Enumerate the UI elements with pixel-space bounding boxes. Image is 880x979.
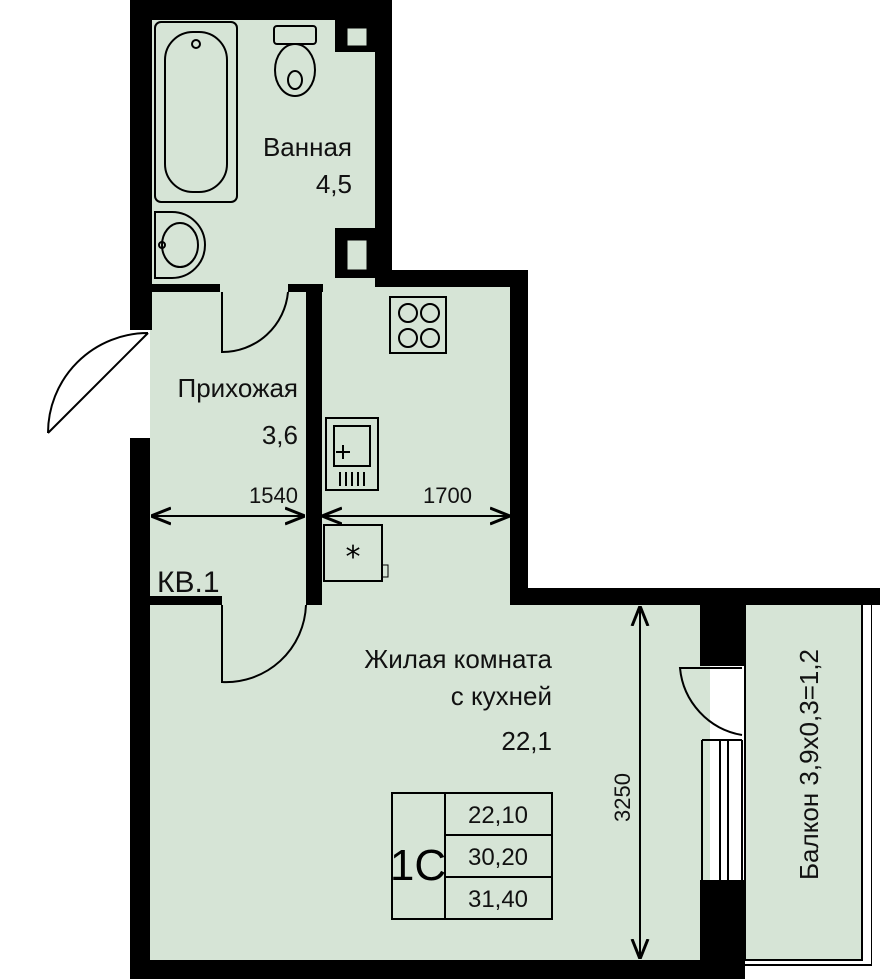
living-name-2: с кухней [451,681,552,711]
bathtub-icon [154,21,238,203]
sink-icon [154,211,206,279]
stove-icon [389,296,447,354]
living-area-value: 22,10 [468,802,528,829]
dim-hall-width: 1540 [249,483,298,508]
area-summary-table [391,792,553,920]
apartment-label: КВ.1 [157,566,220,599]
balcony-window [701,739,743,880]
living-area: 22,1 [501,726,552,756]
dim-room-depth: 3250 [610,773,635,822]
hallway-area: 3,6 [262,420,298,450]
total-area-value: 30,20 [468,844,528,871]
svg-text:*: * [346,540,361,575]
balcony-door [678,667,743,736]
apartment-type: 1С [390,841,446,890]
toilet-icon [273,25,317,97]
balcony-edge [872,598,880,970]
floor-fill [150,18,863,962]
walls [130,0,880,979]
hallway-name: Прихожая [178,373,298,403]
bathroom-area: 4,5 [316,169,352,199]
shaft [346,27,368,47]
doors [47,291,743,880]
dimension-lines [153,516,640,957]
living-name-1: Жилая комната [364,644,552,674]
entry-door [47,332,149,434]
kitchen-sink-icon [325,417,379,491]
shaft [346,239,368,271]
dim-kitchen-width: 1700 [423,483,472,508]
bathroom-door [221,291,289,354]
total-with-balcony-value: 31,40 [468,886,528,913]
balcony-label: Балкон 3,9х0,3=1,2 [794,649,824,880]
bathroom-name: Ванная [263,132,352,162]
room-door [221,604,307,684]
